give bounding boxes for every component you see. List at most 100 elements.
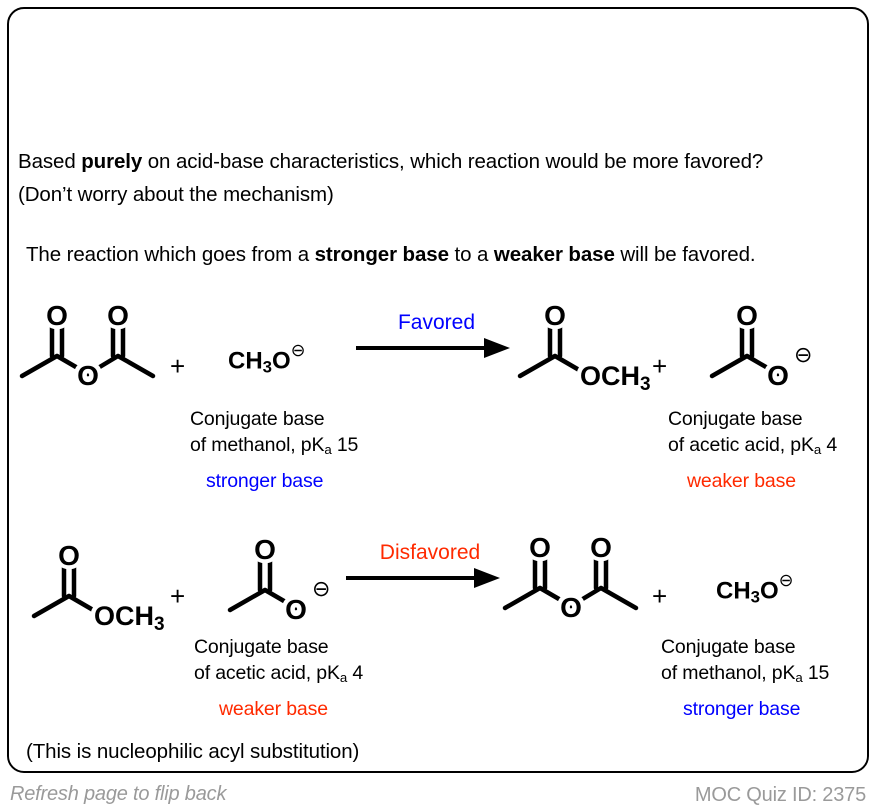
svg-text:O: O xyxy=(529,532,551,563)
negative-charge-icon: ⊖ xyxy=(794,342,812,367)
negative-charge-icon: ⊖ xyxy=(312,576,330,601)
prompt-text-pre: Based xyxy=(18,150,82,173)
arrow-shaft xyxy=(356,346,491,350)
svg-text:O: O xyxy=(107,300,129,331)
oxygen-label: O xyxy=(46,300,68,331)
caption-pka-subscript: a xyxy=(339,669,348,685)
caption-pka-pre: of methanol, pK xyxy=(661,662,796,684)
reaction-arrow-favored: Favored xyxy=(356,311,517,372)
svg-text:O: O xyxy=(77,360,99,391)
svg-text:O: O xyxy=(529,532,551,563)
negative-charge-icon: ⊖ xyxy=(290,340,306,360)
plus-sign-products: + xyxy=(652,351,668,381)
caption-pka-subscript: a xyxy=(795,669,803,685)
svg-text:O: O xyxy=(254,534,276,565)
svg-text:O: O xyxy=(58,540,80,571)
caption-pka-pre: of methanol, pK xyxy=(190,434,325,456)
arrow-head xyxy=(474,568,500,588)
caption-pka-value: 4 xyxy=(821,434,838,456)
svg-text:O: O xyxy=(767,360,789,391)
prompt-text-post: on acid-base characteristics, which reac… xyxy=(142,150,764,173)
caption-pka-subscript: a xyxy=(813,441,822,457)
formula-main: CH xyxy=(228,347,263,375)
svg-text:OCH3: OCH3 xyxy=(94,601,165,635)
question-prompt: Based purely on acid-base characteristic… xyxy=(18,145,848,211)
arrow-head xyxy=(484,338,510,358)
formula-methoxide-product: CH3O⊖ xyxy=(716,570,794,608)
ester-label-halo: OCH xyxy=(580,361,640,391)
arrow-label-favored: Favored xyxy=(397,311,476,334)
svg-text:O: O xyxy=(285,594,307,625)
caption-pka-pre: of acetic acid, pK xyxy=(194,662,340,684)
svg-text:O: O xyxy=(560,592,582,623)
caption-methoxide: Conjugate base of methanol, pKa 15 xyxy=(661,634,829,691)
caption-pka-value: 15 xyxy=(802,662,830,684)
caption-pka-value: 4 xyxy=(347,662,364,684)
svg-text:O: O xyxy=(590,532,612,563)
base-strength-tag-acetate: weaker base xyxy=(687,470,796,492)
prompt-line-1: Based purely on acid-base characteristic… xyxy=(18,150,763,173)
caption-line-1: Conjugate base xyxy=(661,636,796,658)
negative-charge-icon: ⊖ xyxy=(778,570,794,590)
statement-pre: The reaction which goes from a xyxy=(26,243,315,266)
caption-acetate: Conjugate base of acetic acid, pKa 4 xyxy=(668,406,837,463)
structure-acetate-anion-reactant: O O O O ⊖ xyxy=(222,530,342,630)
svg-text:O: O xyxy=(285,594,307,625)
formula-tail: O xyxy=(760,577,779,605)
plus-sign-reactants: + xyxy=(170,581,186,611)
base-strength-tag-methoxide: stronger base xyxy=(206,470,324,492)
caption-pka-pre: of acetic acid, pK xyxy=(668,434,814,456)
prompt-text-emphasis: purely xyxy=(81,150,143,173)
quiz-card xyxy=(7,7,869,773)
structure-methyl-acetate-reactant: O O OCH OCH3 xyxy=(26,536,165,636)
reaction-row-disfavored: O O OCH OCH3 + O O O O ⊖ Conjugate base … xyxy=(0,528,862,754)
oxygen-label-halo: O xyxy=(46,300,68,331)
caption-line-2: of methanol, pKa 15 xyxy=(661,660,829,691)
svg-text:O: O xyxy=(254,534,276,565)
reaction-arrow-disfavored: Disfavored xyxy=(346,541,514,602)
formula-tail: O xyxy=(272,347,291,375)
svg-text:O: O xyxy=(107,300,129,331)
arrow-label-disfavored: Disfavored xyxy=(379,541,481,564)
svg-text:O: O xyxy=(736,300,758,331)
statement-weaker-base: weaker base xyxy=(493,243,615,266)
caption-line-1: Conjugate base xyxy=(668,408,803,430)
structure-acetic-anhydride-reactant: O O O O O O xyxy=(14,296,162,396)
formula-main: CH xyxy=(716,577,751,605)
svg-text:OCH: OCH xyxy=(94,601,154,631)
structure-acetate-anion-product: O O O O ⊖ xyxy=(704,296,824,396)
statement-post: will be favored. xyxy=(614,243,756,266)
svg-text:O: O xyxy=(590,532,612,563)
caption-pka-value: 15 xyxy=(331,434,359,456)
caption-pka-subscript: a xyxy=(324,441,332,457)
base-strength-tag-acetate: weaker base xyxy=(219,698,328,720)
refresh-hint: Refresh page to flip back xyxy=(10,783,227,805)
svg-text:O: O xyxy=(544,300,566,331)
reaction-row-favored: O O O O O O + CH3O⊖ Conjugate base of me… xyxy=(0,294,862,514)
svg-text:O: O xyxy=(736,300,758,331)
caption-line-2: of acetic acid, pKa 4 xyxy=(194,660,363,691)
caption-line-2: of methanol, pKa 15 xyxy=(190,432,358,463)
formula-subscript: 3 xyxy=(262,357,273,377)
statement-mid: to a xyxy=(448,243,494,266)
structure-acetic-anhydride-product: O O O O O O xyxy=(497,528,645,628)
caption-line-2: of acetic acid, pKa 4 xyxy=(668,432,837,463)
svg-text:O: O xyxy=(544,300,566,331)
svg-text:O: O xyxy=(767,360,789,391)
arrow-shaft xyxy=(346,576,481,580)
caption-acetate: Conjugate base of acetic acid, pKa 4 xyxy=(194,634,363,691)
caption-methoxide: Conjugate base of methanol, pKa 15 xyxy=(190,406,358,463)
prompt-line-2: (Don’t worry about the mechanism) xyxy=(18,183,334,206)
base-strength-tag-methoxide: stronger base xyxy=(683,698,801,720)
plus-sign-products: + xyxy=(652,581,668,611)
formula-subscript: 3 xyxy=(750,587,761,607)
plus-sign-reactants: + xyxy=(170,351,186,381)
svg-text:O: O xyxy=(560,592,582,623)
caption-line-1: Conjugate base xyxy=(194,636,329,658)
rule-statement: The reaction which goes from a stronger … xyxy=(26,240,856,270)
ester-label: OCH3 xyxy=(580,361,651,395)
statement-stronger-base: stronger base xyxy=(314,243,449,266)
quiz-id-label: MOC Quiz ID: 2375 xyxy=(694,784,866,806)
svg-text:O: O xyxy=(58,540,80,571)
structure-methyl-acetate-product: O O OCH OCH3 xyxy=(512,296,651,396)
